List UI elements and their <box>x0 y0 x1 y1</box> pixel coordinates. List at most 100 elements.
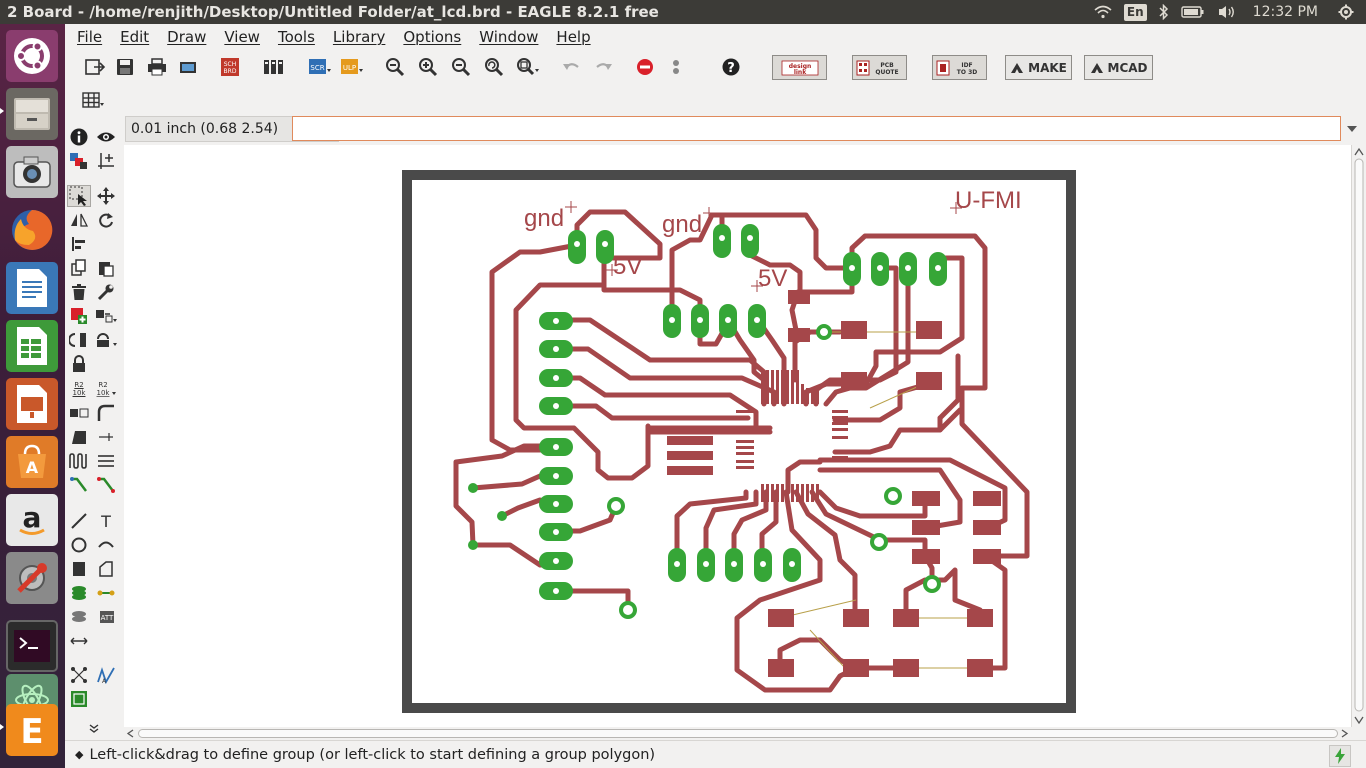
length-icon[interactable] <box>94 450 118 472</box>
vertical-scrollbar[interactable] <box>1351 145 1366 727</box>
battery-icon[interactable] <box>1175 0 1211 24</box>
power-gear-icon[interactable] <box>1332 0 1366 24</box>
wifi-icon[interactable] <box>1088 0 1118 24</box>
go-icon[interactable] <box>664 56 688 78</box>
board-canvas[interactable]: gnd 5V gnd 5V U-FMI <box>124 145 1351 727</box>
print-icon[interactable] <box>145 56 169 78</box>
paste-icon[interactable] <box>94 257 118 279</box>
change-wrench-icon[interactable] <box>94 281 118 303</box>
ulp-icon[interactable]: ULP <box>340 56 364 78</box>
lock-icon[interactable] <box>67 353 91 375</box>
signal-icon[interactable] <box>94 582 118 604</box>
smash-icon[interactable] <box>94 329 118 351</box>
route-icon[interactable] <box>67 474 91 496</box>
zoom-fit-icon[interactable] <box>383 56 407 78</box>
swap-icon[interactable] <box>67 329 91 351</box>
zoom-redraw-icon[interactable] <box>482 56 506 78</box>
palette-more-chevron-icon[interactable] <box>82 718 106 740</box>
meander-icon[interactable] <box>67 450 91 472</box>
stop-icon[interactable] <box>633 56 657 78</box>
display-layers-icon[interactable] <box>67 150 91 172</box>
save-icon[interactable] <box>113 56 137 78</box>
lightning-icon[interactable] <box>1329 745 1351 767</box>
mark-icon[interactable] <box>94 150 118 172</box>
move-icon[interactable] <box>94 185 118 207</box>
rectangle-icon[interactable] <box>67 558 91 580</box>
autorouter-icon[interactable]: A <box>94 664 118 686</box>
horizontal-scrollbar[interactable] <box>124 727 1351 740</box>
files-icon[interactable] <box>6 88 58 140</box>
group-tool-icon[interactable] <box>67 185 91 207</box>
ubuntu-dash-icon[interactable] <box>6 30 58 82</box>
menu-help[interactable]: Help <box>556 27 591 46</box>
script-icon[interactable]: SCR <box>308 56 332 78</box>
zoom-in-icon[interactable] <box>416 56 440 78</box>
pcb-drawing[interactable]: gnd 5V gnd 5V U-FMI <box>124 145 1351 727</box>
mcad-button[interactable]: MCAD <box>1084 55 1153 80</box>
menu-edit[interactable]: Edit <box>120 27 150 46</box>
libreoffice-writer-icon[interactable] <box>6 262 58 314</box>
library-manager-icon[interactable] <box>262 56 286 78</box>
ratsnest-icon[interactable] <box>67 664 91 686</box>
zoom-out-icon[interactable] <box>449 56 473 78</box>
zoom-area-icon[interactable] <box>516 56 540 78</box>
grid-icon[interactable] <box>81 89 105 111</box>
make-button[interactable]: MAKE <box>1005 55 1072 80</box>
split-icon[interactable] <box>67 426 91 448</box>
dimension-icon[interactable] <box>67 630 91 652</box>
miter-icon[interactable] <box>94 402 118 424</box>
eagle-icon[interactable]: E <box>6 704 58 756</box>
circle-icon[interactable] <box>67 534 91 556</box>
info-icon[interactable] <box>67 126 91 148</box>
menu-tools[interactable]: Tools <box>277 27 315 46</box>
delete-icon[interactable] <box>67 281 91 303</box>
keyboard-layout-indicator[interactable]: En <box>1118 0 1153 24</box>
libreoffice-calc-icon[interactable] <box>6 320 58 372</box>
copy-icon[interactable] <box>67 257 91 279</box>
attribute-icon[interactable]: ATT <box>94 606 118 628</box>
arc-icon[interactable] <box>94 534 118 556</box>
firefox-icon[interactable] <box>6 204 58 256</box>
optimize-icon[interactable] <box>94 426 118 448</box>
text-tool-icon[interactable]: T <box>101 511 111 531</box>
screenshot-icon[interactable] <box>6 146 58 198</box>
terminal-icon[interactable] <box>6 620 58 672</box>
menu-options[interactable]: Options <box>403 27 462 46</box>
volume-icon[interactable] <box>1211 0 1243 24</box>
menu-window[interactable]: Window <box>479 27 539 46</box>
polygon-icon[interactable] <box>94 558 118 580</box>
smash-split-icon[interactable] <box>67 402 91 424</box>
bluetooth-icon[interactable] <box>1153 0 1175 24</box>
replace-icon[interactable] <box>94 305 118 327</box>
cam-icon[interactable] <box>176 56 200 78</box>
menu-file[interactable]: File <box>77 27 103 46</box>
command-line-input[interactable] <box>292 116 1341 141</box>
amazon-icon[interactable]: a <box>6 494 58 546</box>
undo-icon[interactable] <box>559 56 583 78</box>
clock[interactable]: 12:32 PM <box>1252 4 1318 20</box>
mirror-icon[interactable] <box>67 209 91 231</box>
align-icon[interactable] <box>67 233 91 255</box>
menu-library[interactable]: Library <box>332 27 386 46</box>
rotate-icon[interactable] <box>94 209 118 231</box>
horizontal-scroll-thumb[interactable] <box>138 729 1338 738</box>
erc-drc-icon[interactable] <box>67 688 91 710</box>
menu-view[interactable]: View <box>224 27 260 46</box>
help-icon[interactable]: ? <box>719 56 743 78</box>
line-icon[interactable] <box>67 510 91 532</box>
hole-stack-icon[interactable] <box>67 606 91 628</box>
menu-draw[interactable]: Draw <box>167 27 207 46</box>
ripup-route-icon[interactable] <box>94 474 118 496</box>
libreoffice-impress-icon[interactable] <box>6 378 58 430</box>
open-icon[interactable] <box>83 56 107 78</box>
via-stack-icon[interactable] <box>67 582 91 604</box>
redo-icon[interactable] <box>592 56 616 78</box>
name-tool-icon[interactable]: R2 10k <box>72 381 86 397</box>
software-center-icon[interactable]: A <box>6 436 58 488</box>
show-eye-icon[interactable] <box>94 126 118 148</box>
